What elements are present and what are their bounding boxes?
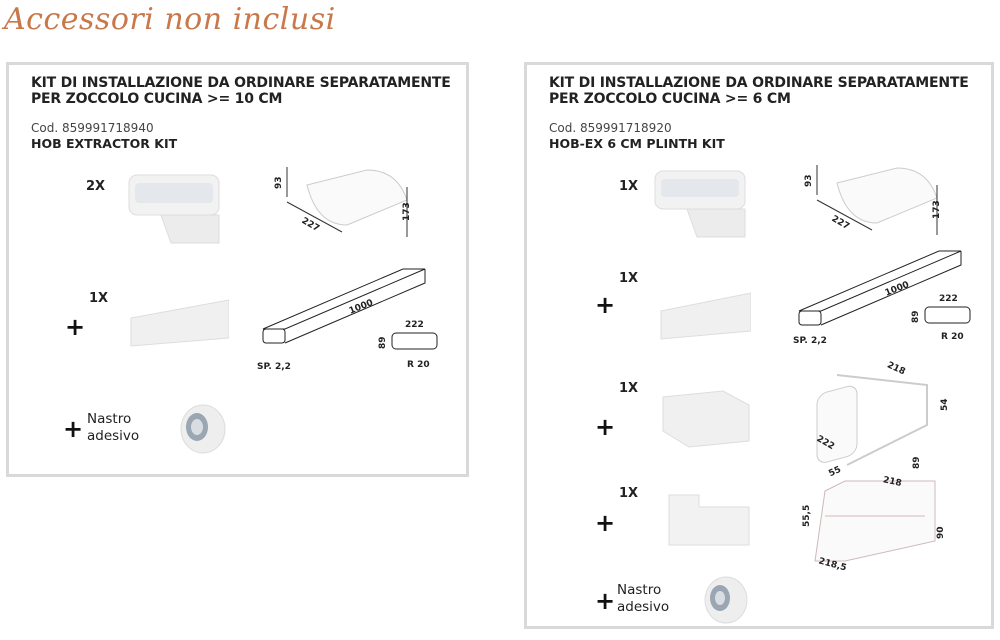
- duct-drawing: 1000 SP. 2,2 222 89 R 20: [257, 268, 438, 372]
- plus-icon: +: [65, 313, 86, 341]
- tape-label: Nastro adesivo: [617, 582, 669, 616]
- dim-label: 55: [827, 465, 843, 479]
- tape-label-line2: adesivo: [617, 599, 670, 615]
- transition-drawing: 218 54 222 89: [815, 360, 950, 469]
- item-quantity: 1X: [89, 291, 109, 306]
- item-quantity: 2X: [86, 179, 106, 194]
- kit-card-6cm: KIT DI INSTALLAZIONE DA ORDINARE SEPARAT…: [524, 62, 994, 629]
- dim-label: 90: [936, 526, 946, 539]
- tape-label: Nastro adesivo: [87, 411, 139, 445]
- plus-icon: +: [63, 415, 84, 443]
- dim-label: 93: [274, 176, 284, 189]
- dim-label: SP. 2,2: [793, 336, 827, 346]
- dim-label: 218: [882, 475, 902, 489]
- dim-label: 89: [911, 310, 921, 323]
- kit-card-10cm: KIT DI INSTALLAZIONE DA ORDINARE SEPARAT…: [6, 62, 469, 477]
- dim-label: R 20: [407, 360, 430, 370]
- plus-icon: +: [595, 509, 616, 537]
- tape-label-line1: Nastro: [617, 582, 662, 598]
- dim-label: 55,5: [802, 505, 812, 527]
- tape-label-line1: Nastro: [87, 411, 132, 427]
- elbow-photo: [128, 174, 220, 244]
- kit-name: HOB-EX 6 CM PLINTH KIT: [549, 136, 725, 151]
- tape-label-line2: adesivo: [87, 428, 140, 444]
- duct-drawing: 1000 SP. 2,2 222 89 R 20: [793, 250, 971, 346]
- dim-label: 218: [885, 360, 906, 377]
- tape-roll-photo: [180, 404, 226, 454]
- kit-title-line2: PER ZOCCOLO CUCINA >= 6 CM: [549, 91, 791, 107]
- kit-title-line1: KIT DI INSTALLAZIONE DA ORDINARE SEPARAT…: [549, 75, 969, 91]
- tape-roll-photo: [704, 576, 748, 624]
- dim-label: R 20: [941, 332, 964, 342]
- kit-code: Cod. 859991718940: [31, 121, 154, 135]
- section-heading: Accessori non inclusi: [4, 2, 336, 37]
- item-quantity: 1X: [619, 271, 639, 286]
- item-quantity: 1X: [619, 381, 639, 396]
- plus-icon: +: [595, 587, 616, 615]
- plus-icon: +: [595, 291, 616, 319]
- item-quantity: 1X: [619, 486, 639, 501]
- kit-code: Cod. 859991718920: [549, 121, 672, 135]
- dim-label: 222: [405, 320, 424, 330]
- duct-photo: [130, 299, 229, 347]
- dim-label: 89: [378, 336, 388, 349]
- duct-photo: [660, 292, 751, 340]
- dim-label: 54: [940, 398, 950, 411]
- kit-title-line2: PER ZOCCOLO CUCINA >= 10 CM: [31, 91, 283, 107]
- dim-label: 89: [912, 456, 922, 469]
- elbow-photo: [654, 170, 746, 238]
- offset-piece-drawing: 55 218 55,5 90 218,5: [802, 465, 946, 573]
- elbow-drawing: 93 227 173: [274, 167, 412, 237]
- dim-label: 173: [932, 200, 942, 219]
- dim-label: 173: [402, 202, 412, 221]
- offset-piece-photo: [668, 494, 750, 546]
- kit-title: KIT DI INSTALLAZIONE DA ORDINARE SEPARAT…: [549, 75, 969, 107]
- kit-title: KIT DI INSTALLAZIONE DA ORDINARE SEPARAT…: [31, 75, 451, 107]
- dim-label: 93: [804, 174, 814, 187]
- elbow-drawing: 93 227 173: [804, 165, 942, 235]
- kit-title-line1: KIT DI INSTALLAZIONE DA ORDINARE SEPARAT…: [31, 75, 451, 91]
- dim-label: SP. 2,2: [257, 362, 291, 372]
- kit-name: HOB EXTRACTOR KIT: [31, 136, 178, 151]
- item-quantity: 1X: [619, 179, 639, 194]
- dim-label: 222: [939, 294, 958, 304]
- transition-photo: [662, 390, 750, 448]
- plus-icon: +: [595, 413, 616, 441]
